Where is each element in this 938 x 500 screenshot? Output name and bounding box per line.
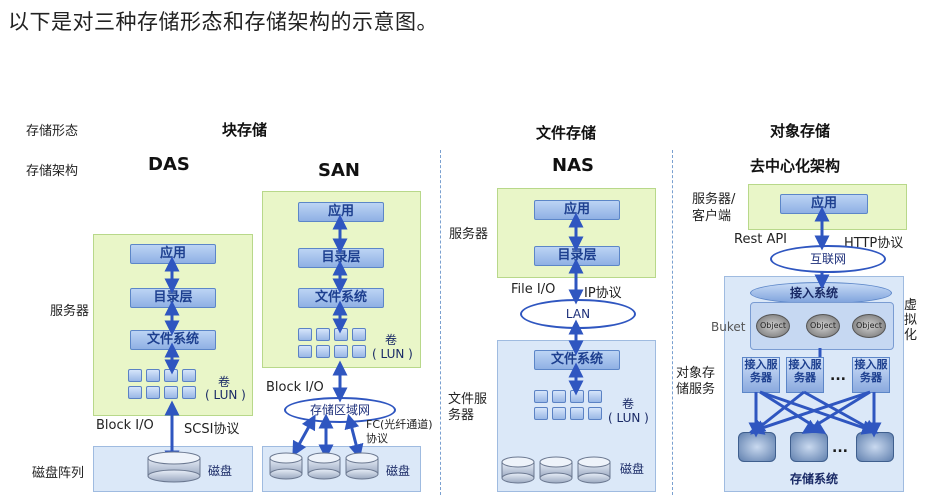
- san-disk-label: 磁盘: [386, 464, 411, 478]
- san-vol-label: 卷: [385, 333, 398, 347]
- disk-icon: [269, 452, 303, 480]
- header-block: 块存储: [222, 121, 268, 139]
- object-icon: Object: [756, 314, 790, 338]
- arrow: [292, 414, 316, 457]
- san-blockio-label: Block I/O: [266, 380, 324, 395]
- das-vol-label: 卷: [218, 375, 231, 389]
- mesh-line: [748, 390, 871, 435]
- san-dir-box: 目录层: [298, 248, 384, 268]
- nas-vol-label: 卷: [622, 397, 635, 411]
- obj-dots-storage: ...: [832, 440, 848, 456]
- disk-icon: [147, 451, 201, 483]
- disk-icon: [501, 456, 535, 484]
- header-das: DAS: [148, 154, 190, 175]
- nas-disk-label: 磁盘: [620, 462, 645, 476]
- das-disk-array-label: 磁盘阵列: [32, 466, 85, 481]
- separator-line: [672, 150, 673, 495]
- san-lun-label: ( LUN ): [372, 347, 413, 361]
- disk-icon: [577, 456, 611, 484]
- header-object: 对象存储: [770, 122, 831, 140]
- disk-icon: [307, 452, 341, 480]
- nas-ip-label: IP协议: [584, 286, 622, 301]
- san-fc-label: FC(光纤通道)协议: [366, 418, 433, 445]
- nas-lun-label: ( LUN ): [608, 411, 649, 425]
- obj-rest-label: Rest API: [734, 232, 788, 247]
- obj-virtual-label: 虚拟化: [904, 298, 918, 343]
- san-fs-box: 文件系统: [298, 288, 384, 308]
- arrow: [344, 413, 364, 460]
- access-server-2: 接入服务器: [786, 357, 824, 393]
- obj-bucket-label: Buket: [711, 320, 746, 334]
- header-san: SAN: [318, 160, 360, 181]
- row-label-arch: 存储架构: [26, 164, 79, 179]
- nas-fileserver-label: 文件服务器: [448, 392, 488, 423]
- obj-access-label: 接入系统: [790, 286, 839, 300]
- disk-icon: [539, 456, 573, 484]
- object-icon: Object: [806, 314, 840, 338]
- obj-client-label: 服务器/客户端: [692, 192, 736, 224]
- das-volume-grid: [128, 369, 196, 399]
- obj-dots-servers: ...: [830, 368, 846, 384]
- nas-server-label: 服务器: [449, 227, 489, 242]
- das-dir-box: 目录层: [130, 288, 216, 308]
- das-server-label: 服务器: [50, 304, 90, 319]
- obj-storage-sys-label: 存储系统: [790, 472, 839, 486]
- obj-service-label: 对象存储服务: [676, 366, 716, 397]
- nas-app-box: 应用: [534, 200, 620, 220]
- intro-text: 以下是对三种存储形态和存储架构的示意图。: [8, 10, 438, 34]
- nas-volume-grid: [534, 390, 602, 420]
- das-scsi-label: SCSI协议: [184, 422, 240, 437]
- separator-line: [440, 150, 441, 495]
- nas-fileio-label: File I/O: [511, 282, 556, 297]
- das-disk-label: 磁盘: [208, 464, 233, 478]
- row-label-form: 存储形态: [26, 124, 79, 139]
- access-server-3: 接入服务器: [852, 357, 890, 393]
- das-lun-label: ( LUN ): [205, 388, 246, 402]
- header-decentral: 去中心化架构: [750, 157, 841, 175]
- header-nas: NAS: [552, 155, 594, 176]
- nas-fs-box: 文件系统: [534, 350, 620, 370]
- disk-icon: [345, 452, 379, 480]
- header-file: 文件存储: [536, 124, 597, 142]
- das-blockio-label: Block I/O: [96, 418, 154, 433]
- object-icon: Object: [852, 314, 886, 338]
- mesh-line: [801, 390, 871, 434]
